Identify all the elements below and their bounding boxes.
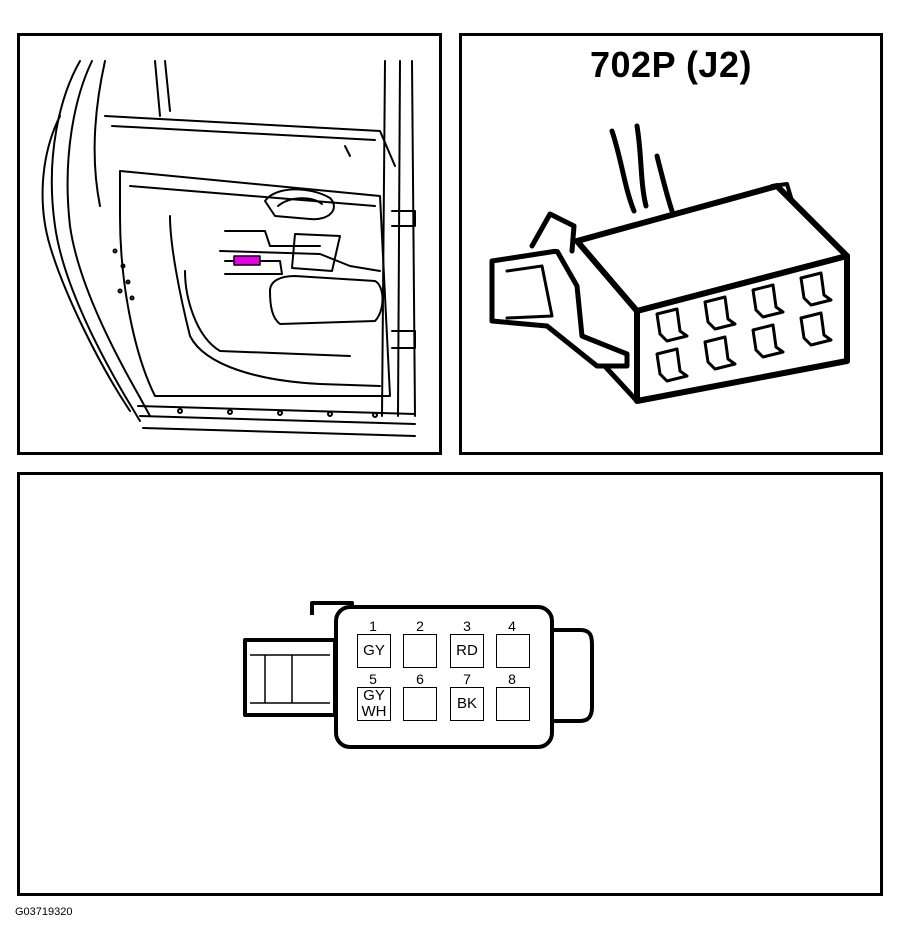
pin-cavity-3: RD bbox=[450, 634, 484, 668]
pin-cavity-4 bbox=[496, 634, 530, 668]
pin-number-5: 5 bbox=[369, 671, 377, 687]
connector-location-highlight bbox=[233, 255, 261, 266]
pin-number-7: 7 bbox=[463, 671, 471, 687]
pin-7-wire-color: BK bbox=[456, 695, 477, 712]
pin-cavity-5: GY WH bbox=[357, 687, 391, 721]
pin-number-6: 6 bbox=[416, 671, 424, 687]
door-location-panel bbox=[17, 33, 442, 455]
pin-cavity-7: BK bbox=[450, 687, 484, 721]
pin-5-wire-color-line-1: GY bbox=[363, 687, 385, 704]
pin-cavity-6 bbox=[403, 687, 437, 721]
pin-number-1: 1 bbox=[369, 618, 377, 634]
connector-face-panel: 1 2 3 4 GY RD 5 6 7 8 GY WH BK bbox=[17, 472, 883, 896]
pin-cavity-1: GY bbox=[357, 634, 391, 668]
pin-1-wire-color: GY bbox=[363, 642, 385, 659]
figure-code: G03719320 bbox=[15, 906, 73, 918]
pin-cavity-2 bbox=[403, 634, 437, 668]
rear-door-illustration bbox=[41, 60, 416, 437]
pin-number-2: 2 bbox=[416, 618, 424, 634]
pin-number-8: 8 bbox=[508, 671, 516, 687]
pin-cavity-8 bbox=[496, 687, 530, 721]
pin-number-4: 4 bbox=[508, 618, 516, 634]
pin-number-3: 3 bbox=[463, 618, 471, 634]
pin-5-wire-color-line-2: WH bbox=[361, 703, 387, 720]
connector-3d-panel: 702P (J2) bbox=[459, 33, 883, 455]
pin-3-wire-color: RD bbox=[456, 642, 478, 659]
connector-3d-illustration bbox=[489, 123, 850, 404]
connector-title: 702P (J2) bbox=[590, 44, 752, 85]
